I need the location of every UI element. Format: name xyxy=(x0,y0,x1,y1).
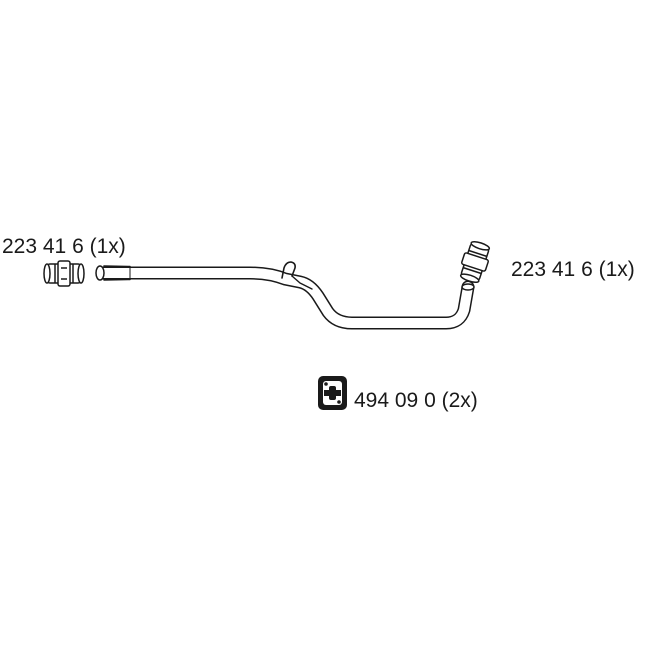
pipe-right-end xyxy=(461,283,475,291)
pipe-hanger-bracket xyxy=(281,261,296,279)
part-label-clamp-right: 223 41 6 (1x) xyxy=(511,258,635,281)
clamp-left-icon xyxy=(43,260,85,287)
part-label-rubber-mount: 494 09 0 (2x) xyxy=(354,389,478,412)
pipe-open-end xyxy=(95,265,105,281)
pipe-hanger-rod xyxy=(291,275,313,290)
rubber-mount-icon xyxy=(318,376,347,410)
pipe-flare-top xyxy=(103,265,131,268)
part-label-clamp-left: 223 41 6 (1x) xyxy=(2,235,126,258)
exhaust-pipe-body xyxy=(97,268,473,328)
exhaust-pipe xyxy=(95,261,475,330)
pipe-flare-bottom xyxy=(103,278,131,281)
clamp-right-icon xyxy=(459,240,491,284)
